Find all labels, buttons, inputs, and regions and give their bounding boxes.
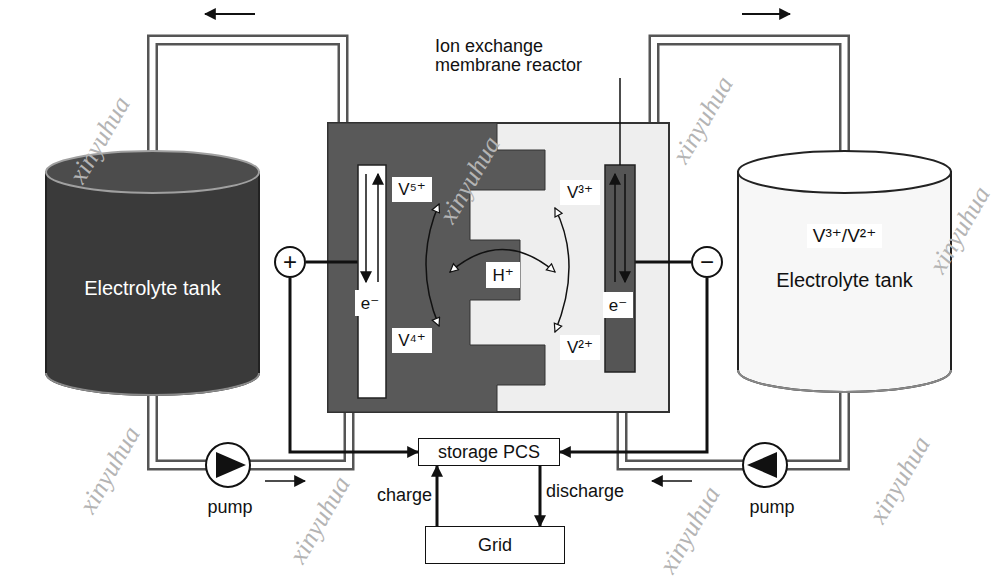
tank-rim	[46, 373, 259, 395]
watermark: xinyuhua	[69, 412, 152, 529]
positive-electrode	[358, 165, 386, 398]
ion-text: V⁴⁺	[398, 332, 426, 349]
pipe-bore	[153, 393, 350, 465]
membrane-reactor: Ion exchange membrane reactorV⁵⁺e⁻V⁴⁺H⁺V…	[327, 122, 670, 413]
ion-text: V³⁺	[567, 184, 593, 201]
tank-label: Electrolyte tank	[776, 270, 913, 291]
pump-label: pump	[712, 498, 832, 516]
leader-line	[619, 78, 621, 123]
tank-label: V³⁺/V²⁺	[807, 224, 882, 248]
reactor-heading: Ion exchange membrane reactor	[435, 37, 605, 75]
electrode-wire	[669, 261, 691, 264]
ion-label: V²⁺	[560, 335, 600, 360]
wire	[437, 466, 438, 526]
edge-label: charge	[340, 486, 432, 504]
electron-arrow	[614, 174, 616, 282]
ion-label: V³⁺	[560, 180, 600, 205]
terminal-sign: −	[700, 250, 714, 274]
electrode-wire	[306, 261, 328, 264]
grid-box: Grid	[425, 526, 565, 564]
watermark: xinyuhua	[859, 422, 942, 539]
ion-label: V⁵⁺	[392, 177, 432, 202]
pipe-bore	[153, 40, 344, 164]
flow-arrow	[652, 480, 692, 482]
pipe	[153, 40, 344, 164]
pump-label: pump	[170, 498, 290, 516]
pipe	[153, 393, 350, 465]
leader-line	[619, 122, 621, 165]
pump-symbol	[743, 443, 787, 487]
electron-arrow	[624, 174, 626, 282]
electrode-wire	[635, 261, 670, 264]
ion-text: V²⁺	[567, 339, 593, 356]
watermark: xinyuhua	[662, 62, 745, 179]
box-label: Grid	[478, 536, 512, 554]
electron-label: e⁻	[603, 292, 633, 318]
flow-arrow	[265, 480, 305, 482]
flow-arrow	[742, 13, 790, 15]
terminal-sign: +	[283, 250, 297, 274]
negative-electrode	[605, 165, 635, 372]
ion-text: H⁺	[492, 267, 513, 284]
positive-terminal: +	[274, 246, 306, 278]
reaction-arc	[555, 208, 569, 332]
pump-symbol	[206, 443, 250, 487]
tank-body	[738, 172, 951, 392]
wire-line	[539, 466, 542, 526]
electron-arrow	[365, 174, 367, 282]
pcs-box: storage PCS	[418, 438, 560, 466]
electron-label: e⁻	[355, 290, 385, 316]
flow-arrow	[205, 13, 255, 15]
electron-arrow	[377, 174, 379, 282]
membrane-side	[328, 123, 545, 412]
pipe-wall	[153, 40, 344, 164]
wire-line	[436, 466, 439, 526]
watermark: xinyuhua	[279, 462, 362, 579]
tank-label: Electrolyte tank	[84, 278, 221, 299]
tank-top	[738, 151, 951, 193]
ion-text: e⁻	[609, 297, 627, 314]
edge-label: discharge	[546, 482, 646, 500]
electrode-wire	[327, 261, 358, 264]
pipe-wall	[153, 393, 350, 465]
tank-rim	[738, 370, 951, 392]
pump-symbol	[747, 452, 777, 478]
pump-symbol	[216, 452, 246, 478]
ion-text: V⁵⁺	[398, 181, 425, 198]
tank-body	[46, 172, 259, 395]
watermark: xinyuhua	[649, 472, 732, 580]
electrolyte-tank: V³⁺/V²⁺ Electrolyte tank	[737, 150, 952, 392]
wire	[540, 466, 541, 526]
reactor-body	[328, 123, 669, 412]
box-label: storage PCS	[438, 443, 540, 461]
ion-text: e⁻	[361, 295, 379, 312]
ion-label: V⁴⁺	[392, 328, 432, 353]
negative-terminal: −	[691, 246, 723, 278]
ion-label: H⁺	[486, 262, 520, 288]
